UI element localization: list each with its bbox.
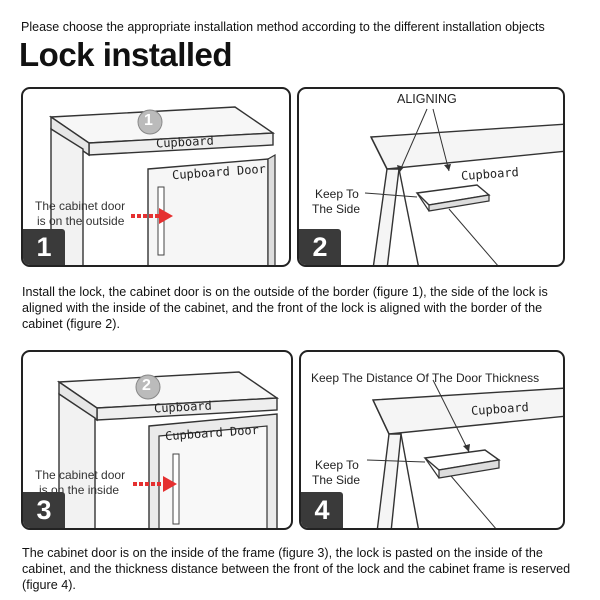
- figure-number-1: 1: [23, 229, 65, 265]
- figure-number-3: 3: [23, 492, 65, 528]
- door-thickness-distance-illustration: [366, 379, 563, 528]
- intro-text: Please choose the appropriate installati…: [21, 20, 545, 34]
- figure-2-panel: ALIGNING Cupboard Keep To The Side 2: [297, 87, 565, 267]
- page-title: Lock installed: [19, 36, 233, 73]
- keep-to-side-line1: Keep To: [315, 187, 359, 201]
- cupboard-label: Cupboard: [155, 133, 215, 151]
- keep-distance-label: Keep The Distance Of The Door Thickness: [311, 371, 540, 385]
- circle-number-1: 1: [144, 112, 153, 129]
- paragraph-1: Install the lock, the cabinet door is on…: [22, 285, 548, 331]
- figure-3-panel: 2 Cupboard Cupboard Door The cabinet doo…: [21, 350, 293, 530]
- paragraph-2: The cabinet door is on the inside of the…: [22, 546, 571, 592]
- keep-to-side-line2: The Side: [312, 473, 361, 487]
- cupboard-outside-door-illustration: [48, 106, 276, 265]
- keep-to-side-line2: The Side: [312, 202, 361, 216]
- cupboard-inside-door-illustration: [56, 371, 280, 528]
- figure-number-2: 2: [299, 229, 341, 265]
- figure-number-4: 4: [301, 492, 343, 528]
- outside-note-line2: is on the outside: [37, 214, 125, 228]
- aligning-lock-illustration: [364, 108, 563, 265]
- outside-note-line1: The cabinet door: [35, 199, 126, 213]
- inside-note-line1: The cabinet door: [35, 468, 126, 482]
- keep-to-side-line1: Keep To: [315, 458, 359, 472]
- figure-4-panel: Keep The Distance Of The Door Thickness …: [299, 350, 565, 530]
- aligning-label: ALIGNING: [397, 92, 457, 106]
- figure-1-panel: 1 Cupboard Cupboard Door The cabinet doo…: [21, 87, 291, 267]
- circle-number-2: 2: [142, 377, 151, 394]
- cupboard-label: Cupboard: [153, 398, 213, 416]
